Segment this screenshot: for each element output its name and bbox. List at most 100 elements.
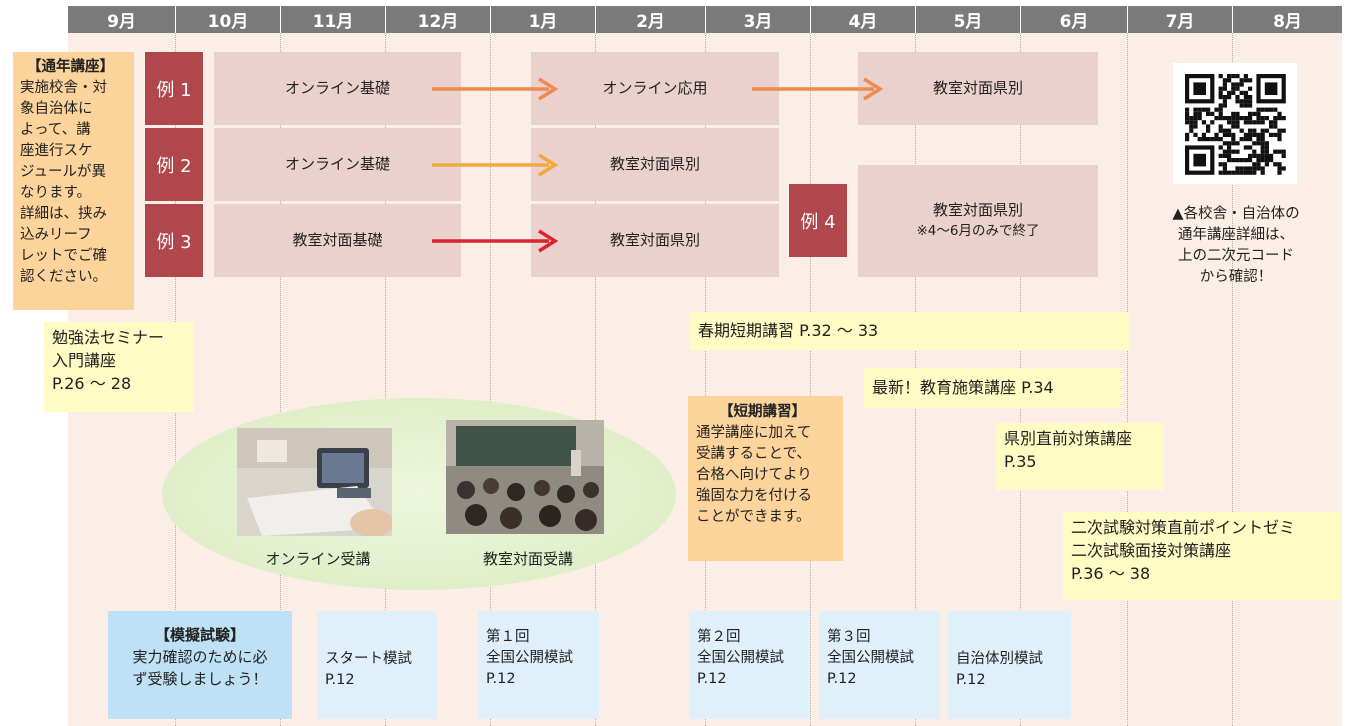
exam-national-2: 第２回 全国公開模試 P.12 — [689, 611, 810, 719]
bar-label: 教室対面県別 — [609, 154, 700, 173]
example-1-tag: 例 1 — [145, 52, 203, 125]
month-mar: 3月 — [706, 6, 810, 33]
qr-caption-line: ▲各校舎・自治体の — [1172, 206, 1300, 222]
short-note-line: 通学講座に加えて — [696, 425, 812, 442]
exam-line: 全国公開模試 — [827, 650, 914, 667]
regular-note-line: 実施校舎・対 — [20, 80, 107, 97]
seminar-page: P.26 〜 28 — [52, 374, 132, 394]
bar-label: 教室対面県別 — [609, 230, 700, 249]
newest-policy-course: 最新！教育施策講座 P.34 — [864, 368, 1122, 408]
month-jul: 7月 — [1128, 6, 1232, 33]
qr-caption-line: 上の二次元コード — [1178, 248, 1294, 265]
bar-label: オンライン基礎 — [284, 154, 390, 173]
short-course-note: 【短期講習】 通学講座に加えて 受講することで、 合格へ向けてより 強固な力を付… — [688, 396, 843, 561]
mock-note-line: 実力確認のために必 — [132, 647, 268, 666]
prefectural-final-course: 県別直前対策講座 P.35 — [996, 423, 1164, 490]
classroom-study-image — [446, 420, 604, 534]
regular-note-line: ジュールが異 — [20, 164, 106, 181]
online-study-image — [237, 428, 392, 536]
short-note-line: ことができます。 — [696, 509, 811, 526]
regular-note-line: 座進行スケ — [20, 143, 93, 160]
regular-note-line: レットでご確 — [20, 248, 107, 265]
qr-caption: ▲各校舎・自治体の 通年講座詳細は、 上の二次元コード から確認！ — [1150, 204, 1322, 288]
exam-line: P.12 — [827, 671, 857, 688]
exam-line: 第１回 — [486, 629, 530, 645]
bar-label: 教室対面県別 — [932, 78, 1023, 97]
month-aug: 8月 — [1233, 6, 1342, 33]
month-jun: 6月 — [1021, 6, 1127, 33]
qr-caption-line: から確認！ — [1199, 269, 1273, 286]
short-course-heading: 【短期講習】 — [719, 404, 806, 420]
online-study-photo — [237, 428, 392, 536]
example-1-online-applied: オンライン応用 — [531, 52, 779, 125]
example-2-classroom-prefectural: 教室対面県別 — [531, 128, 779, 201]
arrow-head-icon — [863, 77, 884, 101]
second-exam-point-seminar: 二次試験対策直前ポイントゼミ — [1071, 518, 1296, 537]
month-dec: 12月 — [386, 6, 490, 33]
bar-label: 教室対面基礎 — [292, 230, 383, 249]
classroom-study-photo — [446, 420, 604, 534]
mock-exam-note: 【模擬試験】 実力確認のために必 ず受験しましょう！ — [108, 611, 292, 719]
exam-line: P.12 — [697, 671, 727, 688]
short-note-line: 受講することで、 — [696, 446, 811, 463]
example-2-online-basic: オンライン基礎 — [214, 128, 461, 201]
month-nov: 11月 — [281, 6, 385, 33]
example-4-note: ※4〜6月のみで終了 — [916, 223, 1040, 240]
regular-note-line: 認ください。 — [20, 269, 107, 286]
mock-exam-heading: 【模擬試験】 — [154, 626, 245, 644]
month-divider — [595, 33, 596, 726]
exam-national-1: 第１回 全国公開模試 P.12 — [478, 611, 599, 719]
online-study-label: オンライン受講 — [265, 550, 371, 568]
arrow-head-icon — [538, 229, 559, 253]
example-1-classroom-prefectural: 教室対面県別 — [858, 52, 1098, 125]
exam-line: 第２回 — [697, 629, 741, 645]
month-divider — [1232, 33, 1233, 726]
exam-line: P.12 — [956, 672, 986, 689]
month-sep: 9月 — [68, 6, 175, 33]
bar-label: オンライン基礎 — [284, 78, 390, 97]
bar-label: 教室対面県別 — [932, 201, 1023, 220]
regular-note-line: よって、講 — [20, 122, 91, 139]
example-4-classroom-prefectural: 教室対面県別 ※4〜6月のみで終了 — [858, 165, 1098, 277]
classroom-study-label: 教室対面受講 — [482, 550, 573, 568]
regular-note-line: 詳細は、挟み — [20, 206, 107, 223]
seminar-subtitle: 入門講座 — [52, 351, 117, 371]
example-3-classroom-basic: 教室対面基礎 — [214, 204, 461, 277]
arrow-head-icon — [538, 153, 559, 177]
second-exam-page: P.36 〜 38 — [1071, 564, 1151, 584]
qr-code — [1173, 63, 1297, 184]
month-apr: 4月 — [811, 6, 915, 33]
month-divider — [1127, 33, 1128, 726]
exam-start: スタート模試 P.12 — [317, 611, 437, 719]
exam-line: 全国公開模試 — [697, 650, 784, 667]
exam-municipal: 自治体別模試 P.12 — [948, 611, 1071, 719]
example-3-classroom-prefectural: 教室対面県別 — [531, 204, 779, 277]
example-3-tag: 例 3 — [145, 204, 203, 277]
regular-note-line: 象自治体に — [20, 101, 93, 118]
example-1-online-basic: オンライン基礎 — [214, 52, 461, 125]
bar-label: オンライン応用 — [602, 78, 708, 97]
exam-line: P.12 — [325, 672, 355, 689]
month-divider — [280, 33, 281, 726]
regular-note-line: 込みリーフ — [20, 227, 92, 244]
arrow-head-icon — [538, 77, 559, 101]
month-jan: 1月 — [491, 6, 595, 33]
month-oct: 10月 — [176, 6, 280, 33]
month-feb: 2月 — [596, 6, 705, 33]
exam-national-3: 第３回 全国公開模試 P.12 — [819, 611, 940, 719]
month-divider — [490, 33, 491, 726]
example-4-tag: 例 4 — [789, 184, 847, 257]
regular-note-line: なります。 — [20, 185, 92, 202]
study-seminar-box: 勉強法セミナー 入門講座 P.26 〜 28 — [44, 322, 194, 412]
month-divider — [705, 33, 706, 726]
month-divider — [385, 33, 386, 726]
exam-line: スタート模試 — [325, 651, 412, 667]
mock-note-line: ず受験しましょう！ — [132, 669, 268, 688]
exam-line: 全国公開模試 — [486, 650, 573, 667]
prefectural-page: P.35 — [1004, 452, 1037, 472]
month-divider — [810, 33, 811, 726]
seminar-title: 勉強法セミナー — [52, 328, 165, 347]
second-exam-interview-course: 二次試験面接対策講座 — [1071, 541, 1232, 561]
qr-caption-line: 通年講座詳細は、 — [1178, 227, 1294, 244]
